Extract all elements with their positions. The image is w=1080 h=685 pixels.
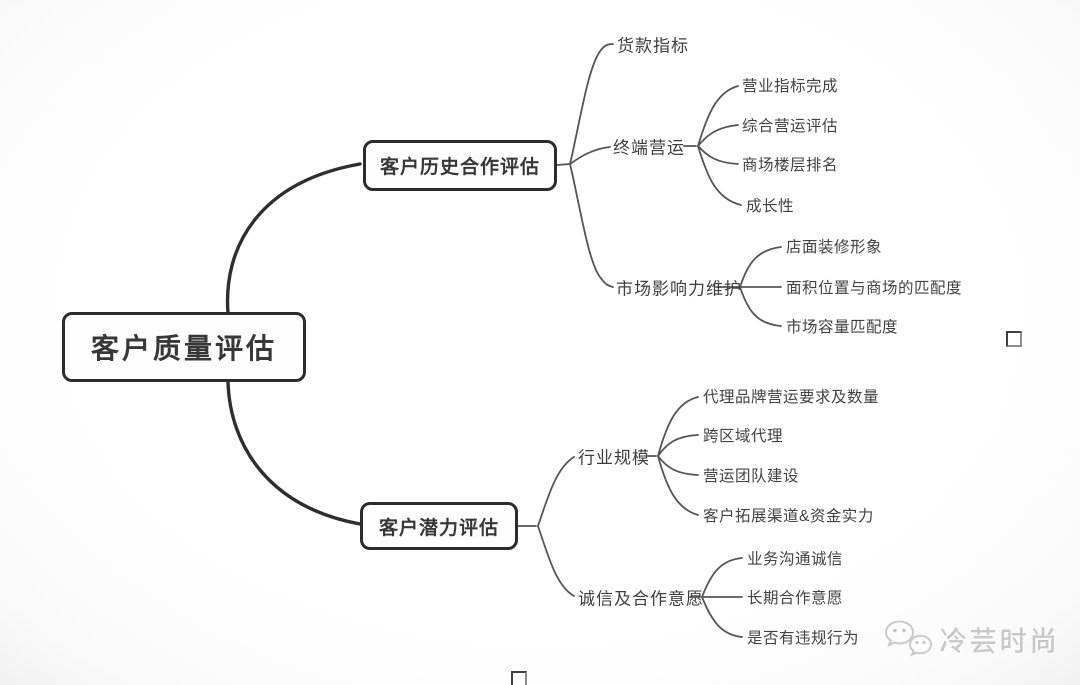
node-growth[interactable]: 成长性: [746, 198, 795, 215]
node-cross-region-agency[interactable]: 跨区域代理: [703, 428, 784, 445]
node-root[interactable]: 客户质量评估: [62, 312, 306, 382]
node-store-decoration-image[interactable]: 店面装修形象: [786, 239, 883, 256]
edge-market-3: [739, 286, 782, 327]
node-violation-record[interactable]: 是否有违规行为: [747, 630, 860, 647]
node-longterm-cooperation-willingness[interactable]: 长期合作意愿: [747, 590, 844, 607]
node-operation-team-building[interactable]: 营运团队建设: [703, 468, 800, 485]
edge-terminal-2: [697, 124, 739, 147]
node-comprehensive-operation-eval[interactable]: 综合营运评估: [742, 118, 839, 135]
edge-terminal-3: [697, 145, 739, 165]
edge-integrity-1: [701, 557, 743, 598]
node-branch-potential-label: 客户潜力评估: [378, 517, 499, 539]
node-market-capacity-match[interactable]: 市场容量匹配度: [786, 319, 899, 336]
edge-root-potential: [226, 380, 362, 526]
edge-market-1: [739, 246, 782, 288]
node-business-communication-integrity[interactable]: 业务沟通诚信: [747, 551, 844, 568]
node-integrity-willingness[interactable]: 诚信及合作意愿: [578, 589, 704, 609]
wechat-icon: [884, 620, 933, 657]
node-agency-brand-requirements[interactable]: 代理品牌营运要求及数量: [703, 389, 880, 406]
edge-potential-industry: [537, 456, 575, 527]
edge-history-market: [569, 163, 614, 288]
node-root-label: 客户质量评估: [90, 333, 277, 364]
edge-stub-history: [556, 163, 571, 166]
missing-glyph-square: [1006, 331, 1022, 347]
node-branch-history[interactable]: 客户历史合作评估: [363, 140, 557, 191]
node-business-indicator-completion[interactable]: 营业指标完成: [742, 78, 839, 95]
node-payment-indicator[interactable]: 货款指标: [617, 36, 689, 56]
edge-industry-4: [657, 455, 699, 516]
node-terminal-operation[interactable]: 终端营运: [613, 138, 685, 158]
node-market-influence[interactable]: 市场影响力维护: [616, 279, 742, 299]
edge-terminal-4: [697, 145, 742, 206]
node-industry-scale[interactable]: 行业规模: [578, 448, 650, 468]
edge-root-history: [225, 162, 362, 315]
edge-terminal-1: [697, 85, 739, 147]
edge-potential-integrity: [537, 525, 575, 597]
node-mall-floor-ranking[interactable]: 商场楼层排名: [742, 157, 839, 174]
edge-history-terminal: [569, 146, 611, 165]
node-branch-potential[interactable]: 客户潜力评估: [360, 502, 518, 550]
node-area-location-match[interactable]: 面积位置与商场的匹配度: [786, 280, 963, 297]
edge-history-payment: [569, 43, 614, 165]
missing-glyph-square: [511, 671, 527, 685]
watermark: 冷芸时尚: [884, 618, 1060, 660]
edge-industry-3: [657, 455, 699, 476]
edge-integrity-3: [701, 596, 743, 638]
edge-industry-1: [657, 396, 699, 457]
edge-industry-2: [657, 434, 699, 457]
node-expansion-channel-capital[interactable]: 客户拓展渠道&资金实力: [703, 508, 874, 525]
node-branch-history-label: 客户历史合作评估: [379, 157, 540, 178]
watermark-brand: 冷芸时尚: [940, 626, 1060, 657]
